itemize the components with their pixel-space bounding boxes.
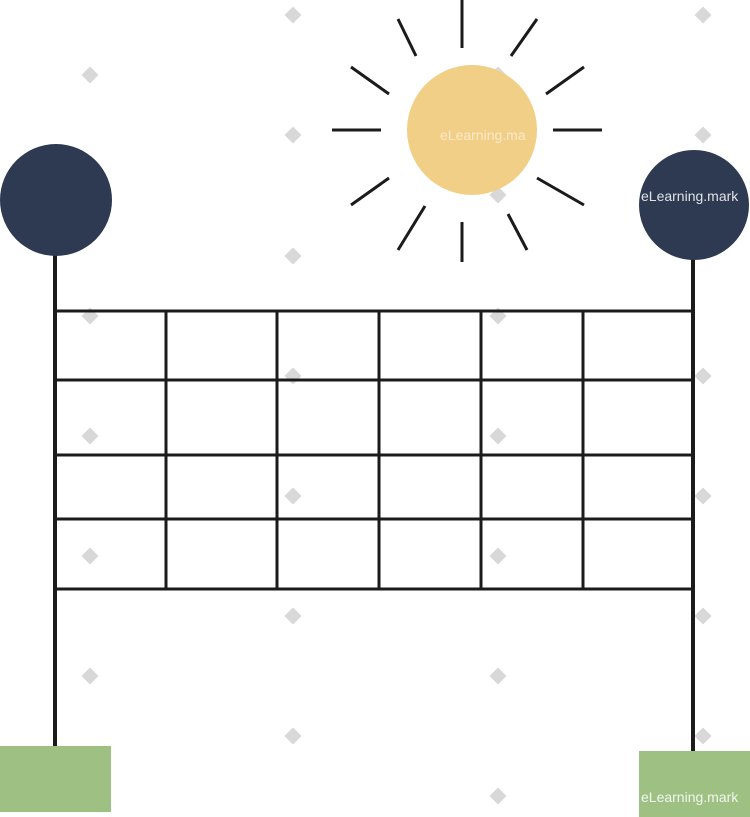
watermark-text-right-tree: eLearning.mark: [641, 188, 739, 204]
watermark-text-bottom-right: eLearning.mark: [641, 789, 739, 805]
sun-ray: [536, 176, 585, 207]
sun-ray: [350, 65, 390, 96]
sun-ray: [396, 205, 427, 251]
sun-ray: [506, 213, 529, 251]
right-tree-top: [639, 150, 749, 260]
sun-ray: [350, 176, 390, 207]
watermark-text-sun: eLearning.ma: [440, 127, 526, 143]
sun: [407, 65, 537, 195]
sun-rays: [332, 0, 602, 262]
sun-ray: [396, 18, 418, 57]
right-grass-block: [639, 751, 750, 817]
left-grass-block: [0, 746, 111, 812]
watermark-diamond-pattern: [81, 6, 712, 805]
left-tree-top: [0, 144, 112, 256]
fence-grid: [55, 309, 693, 591]
sun-ray: [509, 18, 539, 57]
sun-ray: [545, 65, 585, 96]
